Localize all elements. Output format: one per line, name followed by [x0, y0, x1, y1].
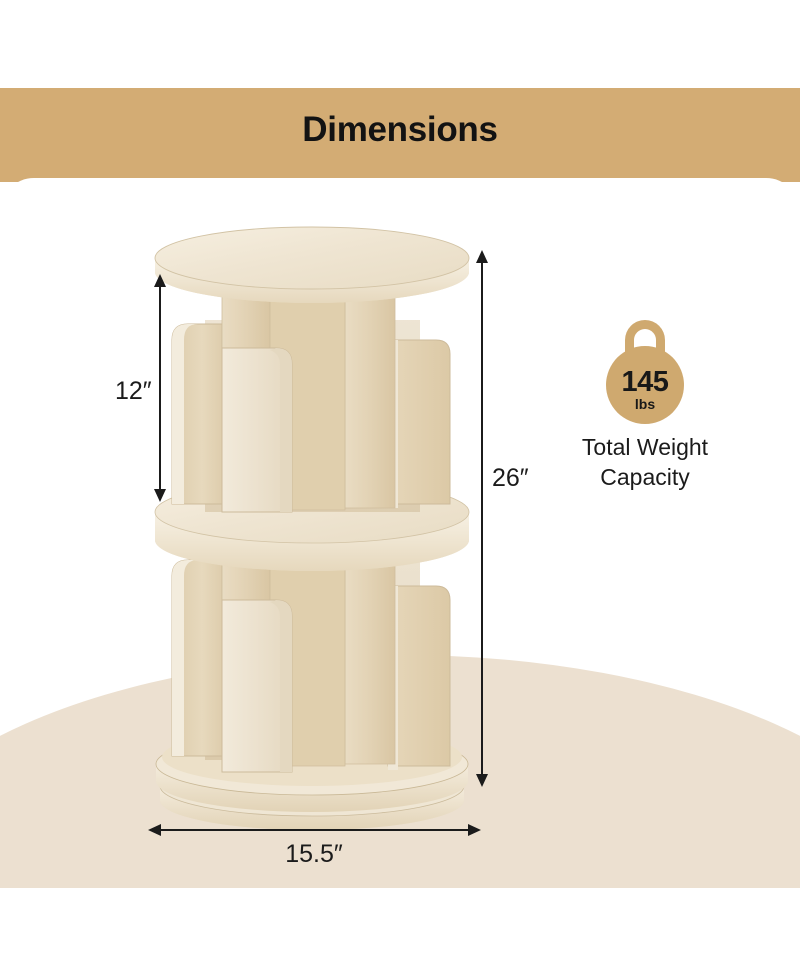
- page-title: Dimensions: [302, 110, 498, 149]
- dimension-arrow-base-width-right: [468, 824, 481, 836]
- dimension-label-total-height: 26″: [492, 464, 529, 492]
- weight-capacity-block: 145 lbs Total Weight Capacity: [545, 320, 745, 490]
- dimension-label-shelf-height: 12″: [115, 377, 152, 405]
- dimension-arrow-total-height-bottom: [476, 774, 488, 787]
- lock-shackle-icon: [625, 320, 665, 362]
- capacity-caption: Total Weight Capacity: [545, 432, 745, 492]
- lock-icon: 145 lbs: [545, 320, 745, 425]
- dimension-line-shelf-height: [159, 284, 161, 492]
- dimension-arrow-shelf-height-bottom: [154, 489, 166, 502]
- dimension-line-base-width: [160, 829, 470, 831]
- header-banner: [0, 88, 800, 182]
- dimension-arrow-shelf-height-top: [154, 274, 166, 287]
- capacity-caption-line1: Total Weight: [581, 434, 709, 460]
- capacity-value: 145: [621, 366, 669, 398]
- dimension-arrow-base-width-left: [148, 824, 161, 836]
- capacity-unit: lbs: [634, 396, 656, 412]
- lock-body-icon: [606, 346, 684, 424]
- dimension-label-base-width: 15.5″: [285, 840, 343, 868]
- dimension-line-total-height: [481, 260, 483, 778]
- dimension-arrow-total-height-top: [476, 250, 488, 263]
- capacity-caption-line2: Capacity: [600, 464, 690, 490]
